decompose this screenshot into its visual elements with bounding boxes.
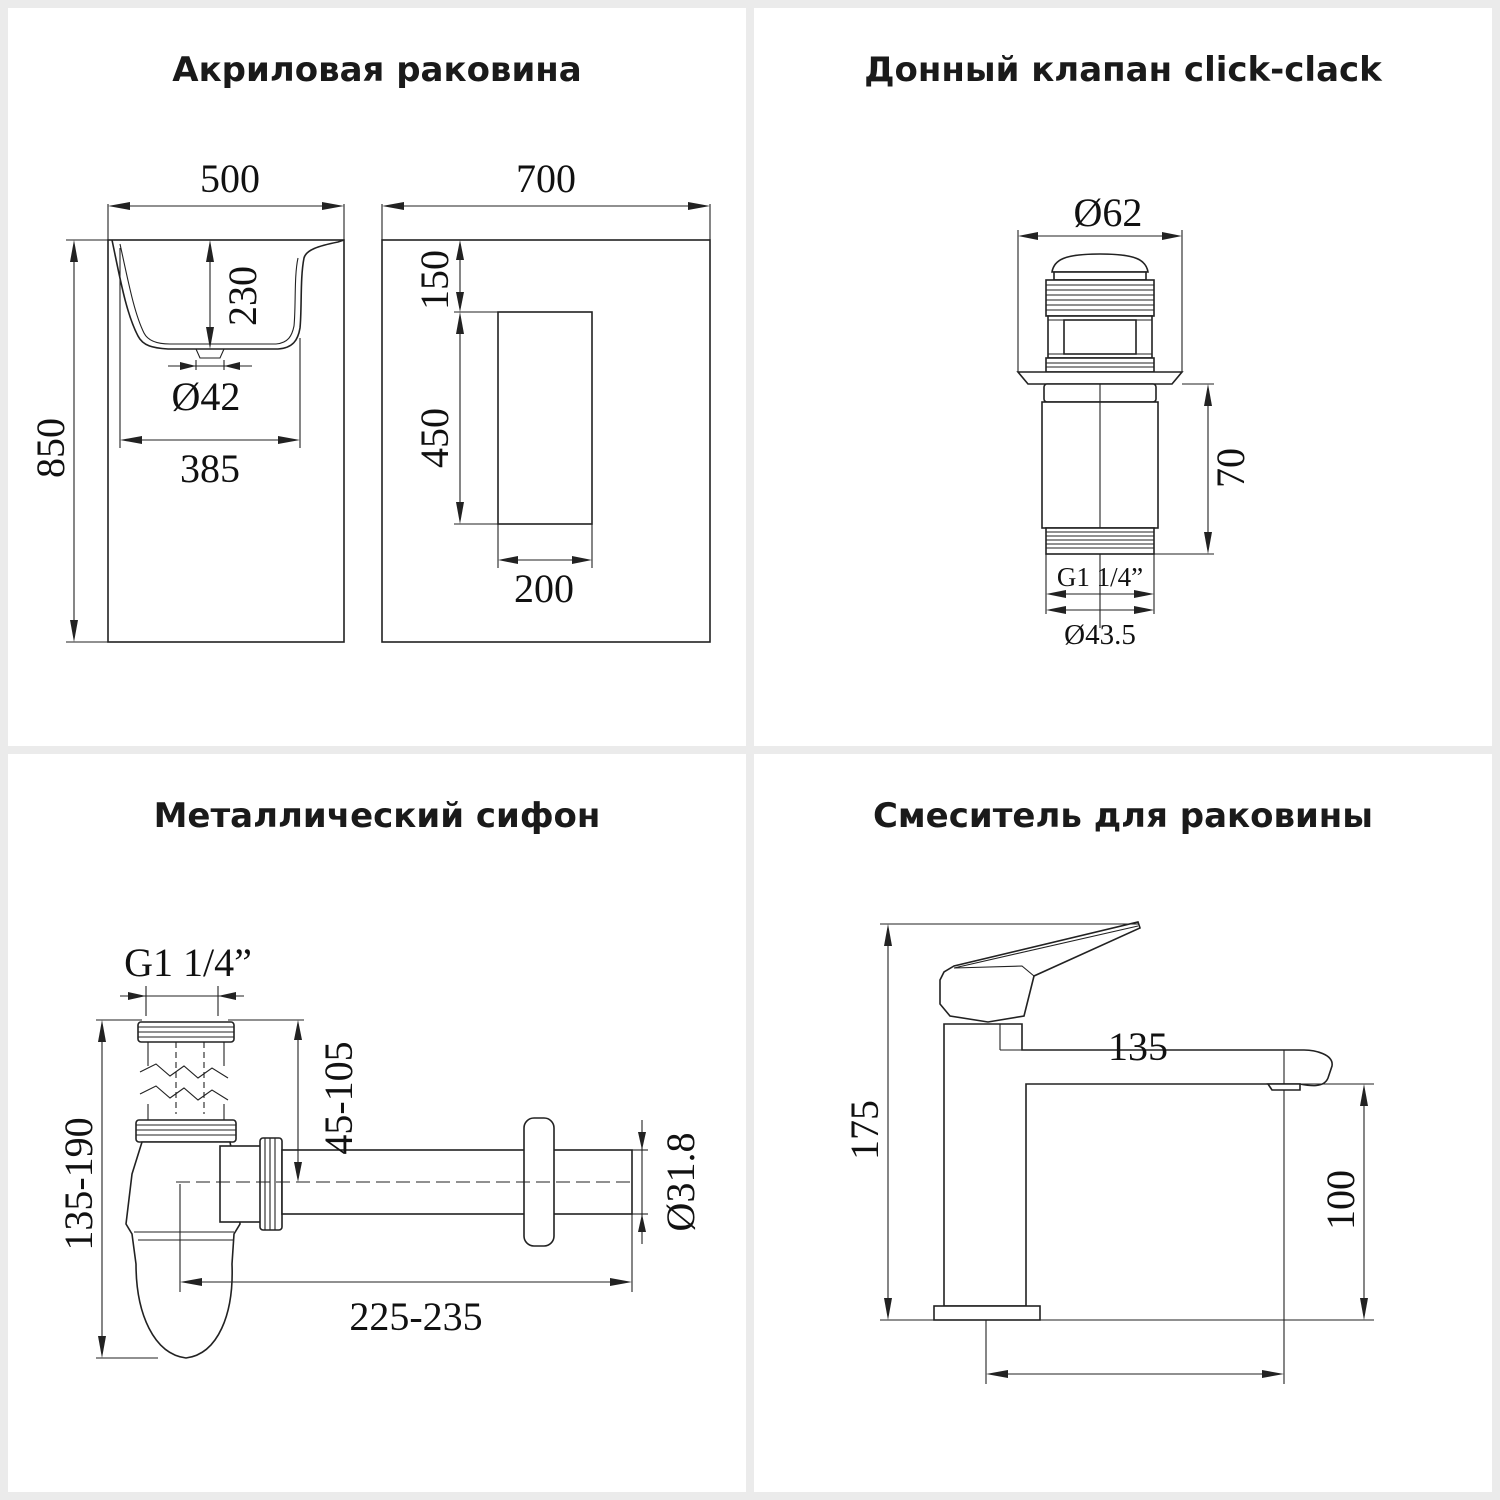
sink-drain xyxy=(195,348,225,359)
siphon-mid-nut xyxy=(135,1119,237,1143)
dim-width-front: 500 xyxy=(200,156,260,201)
dim-faucet-spout: 100 xyxy=(1318,1170,1363,1230)
faucet-handle xyxy=(939,921,1141,1023)
dim-height: 850 xyxy=(28,418,73,478)
panel-sink: Акриловая раковина 500 850 230 Ø42 xyxy=(8,8,746,746)
sink-title: Акриловая раковина xyxy=(172,50,582,90)
dim-siphon-total: 135-190 xyxy=(56,1117,101,1250)
sink-basin-outer xyxy=(111,239,345,350)
siphon-fitting xyxy=(219,1145,265,1223)
dim-valve-diameter: Ø43.5 xyxy=(1064,619,1136,651)
dim-valve-height: 70 xyxy=(1208,448,1253,488)
valve-flange xyxy=(1016,371,1184,385)
siphon-break-2 xyxy=(139,1085,229,1101)
sink-drawing: 500 850 230 Ø42 385 700 xyxy=(28,156,711,643)
dim-siphon-pipe: Ø31.8 xyxy=(658,1133,703,1232)
siphon-side-nut xyxy=(259,1137,283,1231)
siphon-drawing: G1 1/4” xyxy=(56,940,703,1359)
panel-valve: Донный клапан click-clack xyxy=(754,8,1492,746)
dim-bowl-depth: 230 xyxy=(220,266,265,326)
dim-drain: Ø42 xyxy=(172,374,241,419)
dim-faucet-height: 175 xyxy=(842,1100,887,1160)
valve-title: Донный клапан click-clack xyxy=(864,50,1382,90)
siphon-top-nut xyxy=(137,1021,235,1043)
dim-width-side: 700 xyxy=(516,156,576,201)
dim-siphon-inlet: 45-105 xyxy=(316,1041,361,1154)
faucet-title: Смеситель для раковины xyxy=(872,796,1374,836)
dim-valve-thread: G1 1/4” xyxy=(1057,562,1143,592)
faucet-base xyxy=(933,1305,1041,1321)
siphon-title: Металлический сифон xyxy=(153,796,601,836)
valve-thread-lower xyxy=(1045,527,1155,555)
valve-thread-upper xyxy=(1045,279,1155,317)
faucet-drawing: 175 100 135 xyxy=(842,921,1374,1384)
dim-niche-width: 200 xyxy=(514,566,574,611)
dim-faucet-reach: 135 xyxy=(1108,1024,1168,1069)
sink-niche xyxy=(497,311,593,525)
siphon-bottle xyxy=(125,1141,241,1359)
dim-valve-cap: Ø62 xyxy=(1074,190,1143,235)
faucet-aerator xyxy=(1266,1083,1301,1091)
valve-drawing: Ø62 70 G1 1/4” Ø43.5 xyxy=(1016,190,1253,651)
sink-basin-inner xyxy=(119,243,299,345)
valve-cap xyxy=(1051,253,1149,273)
panel-siphon: Металлический сифон G1 1/4” xyxy=(8,754,746,1492)
siphon-break-1 xyxy=(139,1063,229,1079)
dim-niche-height: 450 xyxy=(412,408,457,468)
dim-siphon-thread: G1 1/4” xyxy=(124,940,252,985)
dim-top-offset: 150 xyxy=(412,250,457,310)
dim-siphon-length: 225-235 xyxy=(349,1294,482,1339)
sink-front-body xyxy=(107,239,345,643)
dim-bowl-width: 385 xyxy=(180,446,240,491)
sink-side-body xyxy=(381,239,711,643)
panel-faucet: Смеситель для раковины 175 100 xyxy=(754,754,1492,1492)
